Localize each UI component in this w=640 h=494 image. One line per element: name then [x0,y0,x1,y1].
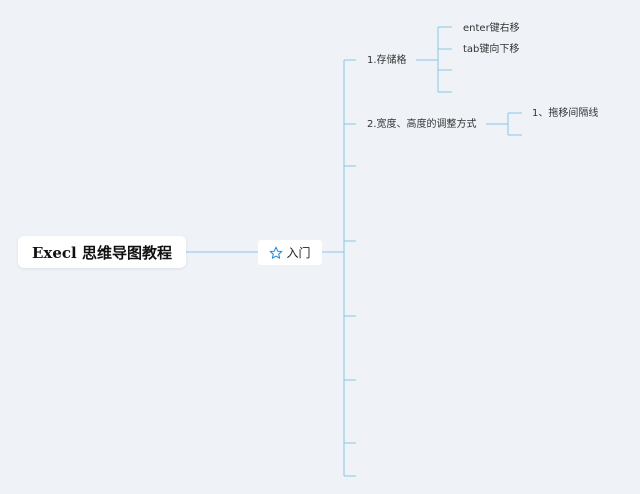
root-node[interactable]: Execl 思维导图教程 [18,236,186,268]
branch-width-height-adjust[interactable]: 2.宽度、高度的调整方式 [367,119,477,130]
star-outline-icon [270,246,283,259]
main-topic-label: 入门 [286,246,311,260]
main-topic-node[interactable]: 入门 [258,240,322,265]
leaf-enter-right[interactable]: enter键右移 [463,23,520,34]
branch-storage-cell[interactable]: 1.存储格 [367,55,407,66]
leaf-drag-divider[interactable]: 1、拖移间隔线 [532,108,599,119]
leaf-tab-down[interactable]: tab键向下移 [463,44,520,55]
root-title: Execl 思维导图教程 [32,243,172,262]
